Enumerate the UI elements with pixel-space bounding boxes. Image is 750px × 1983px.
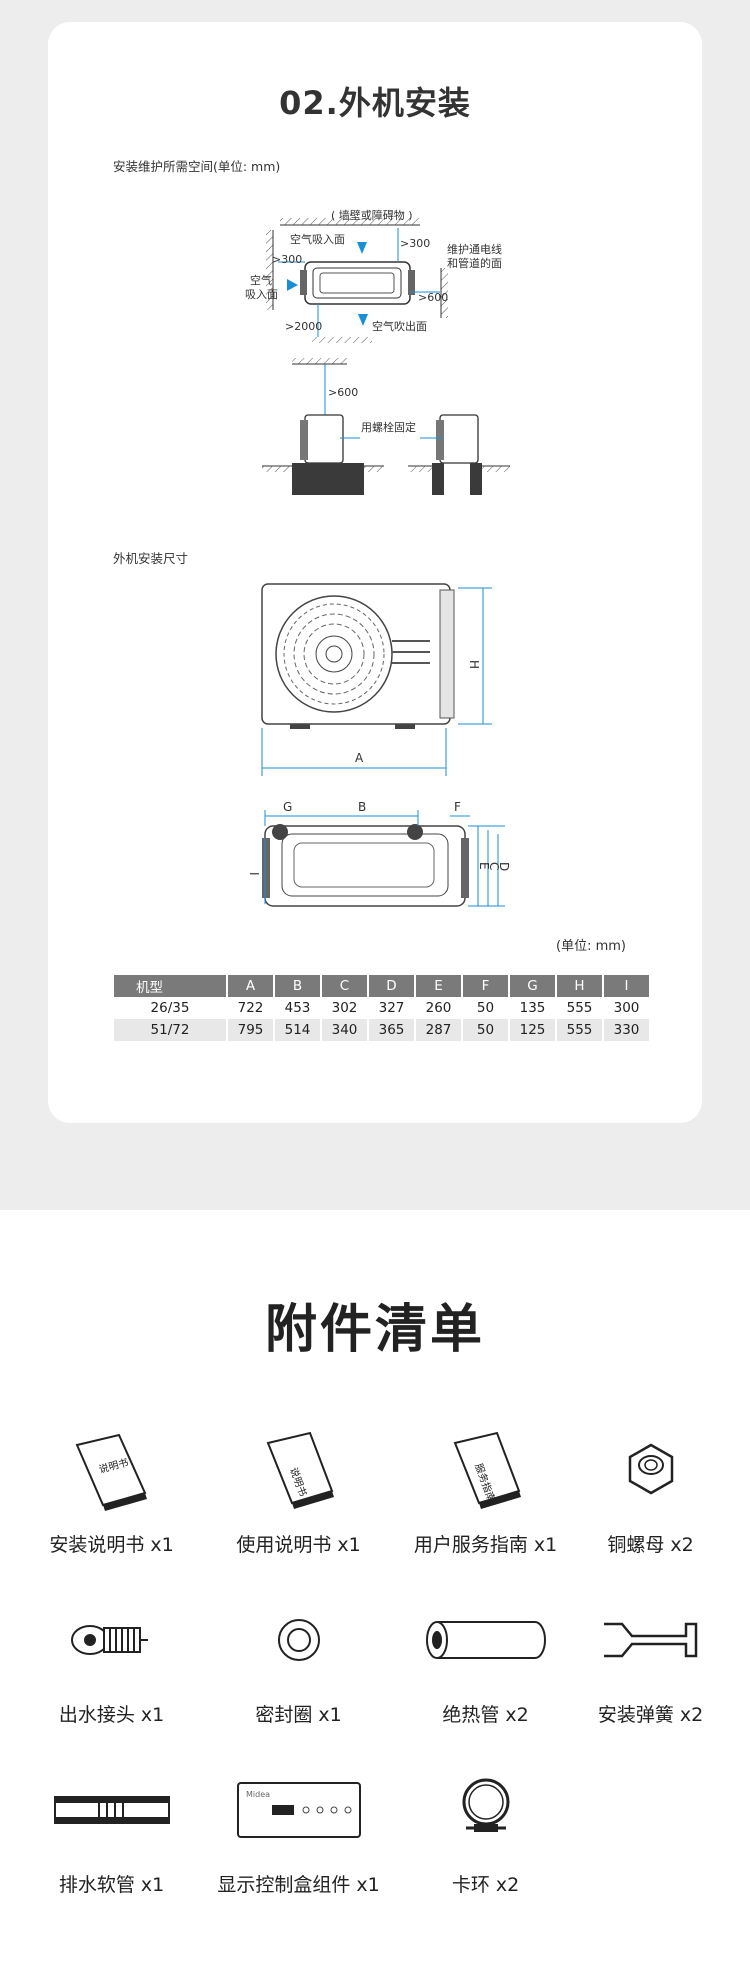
accessory-item: 铜螺母 x2 — [557, 1420, 744, 1557]
accessory-label: 出水接头 x1 — [58, 1704, 165, 1726]
cell: 287 — [415, 1019, 463, 1041]
cell: 555 — [556, 997, 604, 1019]
accessory-item: Midea 显示控制盒组件 x1 — [205, 1760, 392, 1897]
col-c: C — [321, 975, 369, 997]
cell: 453 — [274, 997, 322, 1019]
insulation-tube-icon — [392, 1590, 579, 1690]
cell: 125 — [509, 1019, 557, 1041]
brand-logo: Midea — [246, 1790, 270, 1799]
cell: 555 — [556, 1019, 604, 1041]
service-guide-icon: 服务指南 — [392, 1420, 579, 1520]
table-row: 26/35 722 453 302 327 260 50 135 555 300 — [114, 997, 651, 1019]
table-row: 51/72 795 514 340 365 287 50 125 555 330 — [114, 1019, 651, 1041]
cell: 302 — [321, 997, 369, 1019]
accessory-item: 密封圈 x1 — [205, 1590, 392, 1727]
cell: 340 — [321, 1019, 369, 1041]
col-h: H — [556, 975, 604, 997]
accessory-item: 出水接头 x1 — [18, 1590, 205, 1727]
col-b: B — [274, 975, 322, 997]
cell: 50 — [462, 997, 510, 1019]
seal-ring-icon — [205, 1590, 392, 1690]
unit-note: (单位: mm) — [556, 939, 626, 954]
accessory-label: 安装弹簧 x2 — [597, 1704, 704, 1726]
accessory-item: 服务指南 用户服务指南 x1 — [392, 1420, 579, 1557]
col-e: E — [415, 975, 463, 997]
col-model: 机型 — [114, 975, 228, 997]
accessory-label: 安装说明书 x1 — [49, 1534, 174, 1556]
accessory-item: 说明书 安装说明书 x1 — [18, 1420, 205, 1557]
user-manual-icon: 说明书 — [205, 1420, 392, 1520]
cell: 26/35 — [114, 997, 228, 1019]
accessory-label: 排水软管 x1 — [58, 1874, 165, 1896]
accessory-label: 铜螺母 x2 — [607, 1534, 694, 1556]
col-d: D — [368, 975, 416, 997]
install-spring-icon — [557, 1590, 744, 1690]
manual-book-icon: 说明书 — [18, 1420, 205, 1520]
col-a: A — [227, 975, 275, 997]
display-box-icon: Midea — [205, 1760, 392, 1860]
cell: 514 — [274, 1019, 322, 1041]
accessory-label: 密封圈 x1 — [255, 1704, 342, 1726]
cell: 300 — [603, 997, 651, 1019]
accessory-item: 卡环 x2 — [392, 1760, 579, 1897]
cell: 50 — [462, 1019, 510, 1041]
cell: 722 — [227, 997, 275, 1019]
copper-nut-icon — [557, 1420, 744, 1520]
cell: 135 — [509, 997, 557, 1019]
accessory-label: 用户服务指南 x1 — [413, 1534, 558, 1556]
dim-title: 外机安装尺寸 — [113, 551, 189, 566]
accessories-title: 附件清单 — [264, 1300, 485, 1360]
accessory-label: 显示控制盒组件 x1 — [217, 1874, 380, 1896]
spec-table: 机型 A B C D E F G H I 26/35 722 453 302 3… — [114, 975, 651, 1041]
accessory-label: 绝热管 x2 — [442, 1704, 529, 1726]
accessory-item: 绝热管 x2 — [392, 1590, 579, 1727]
cell: 330 — [603, 1019, 651, 1041]
spec-header-row: 机型 A B C D E F G H I — [114, 975, 651, 997]
col-i: I — [603, 975, 651, 997]
accessory-item: 排水软管 x1 — [18, 1760, 205, 1897]
cell: 795 — [227, 1019, 275, 1041]
drain-joint-icon — [18, 1590, 205, 1690]
space-title: 安装维护所需空间(单位: mm) — [113, 159, 281, 174]
accessory-item: 说明书 使用说明书 x1 — [205, 1420, 392, 1557]
cell: 51/72 — [114, 1019, 228, 1041]
accessory-label: 卡环 x2 — [451, 1874, 520, 1896]
col-f: F — [462, 975, 510, 997]
section-title: 02.外机安装 — [279, 84, 471, 122]
cell: 260 — [415, 997, 463, 1019]
installation-card — [48, 22, 702, 1123]
accessory-label: 使用说明书 x1 — [236, 1534, 361, 1556]
clamp-ring-icon — [392, 1760, 579, 1860]
cell: 365 — [368, 1019, 416, 1041]
accessory-item: 安装弹簧 x2 — [557, 1590, 744, 1727]
col-g: G — [509, 975, 557, 997]
cell: 327 — [368, 997, 416, 1019]
drain-hose-icon — [18, 1760, 205, 1860]
accessories-section — [0, 1210, 750, 1983]
